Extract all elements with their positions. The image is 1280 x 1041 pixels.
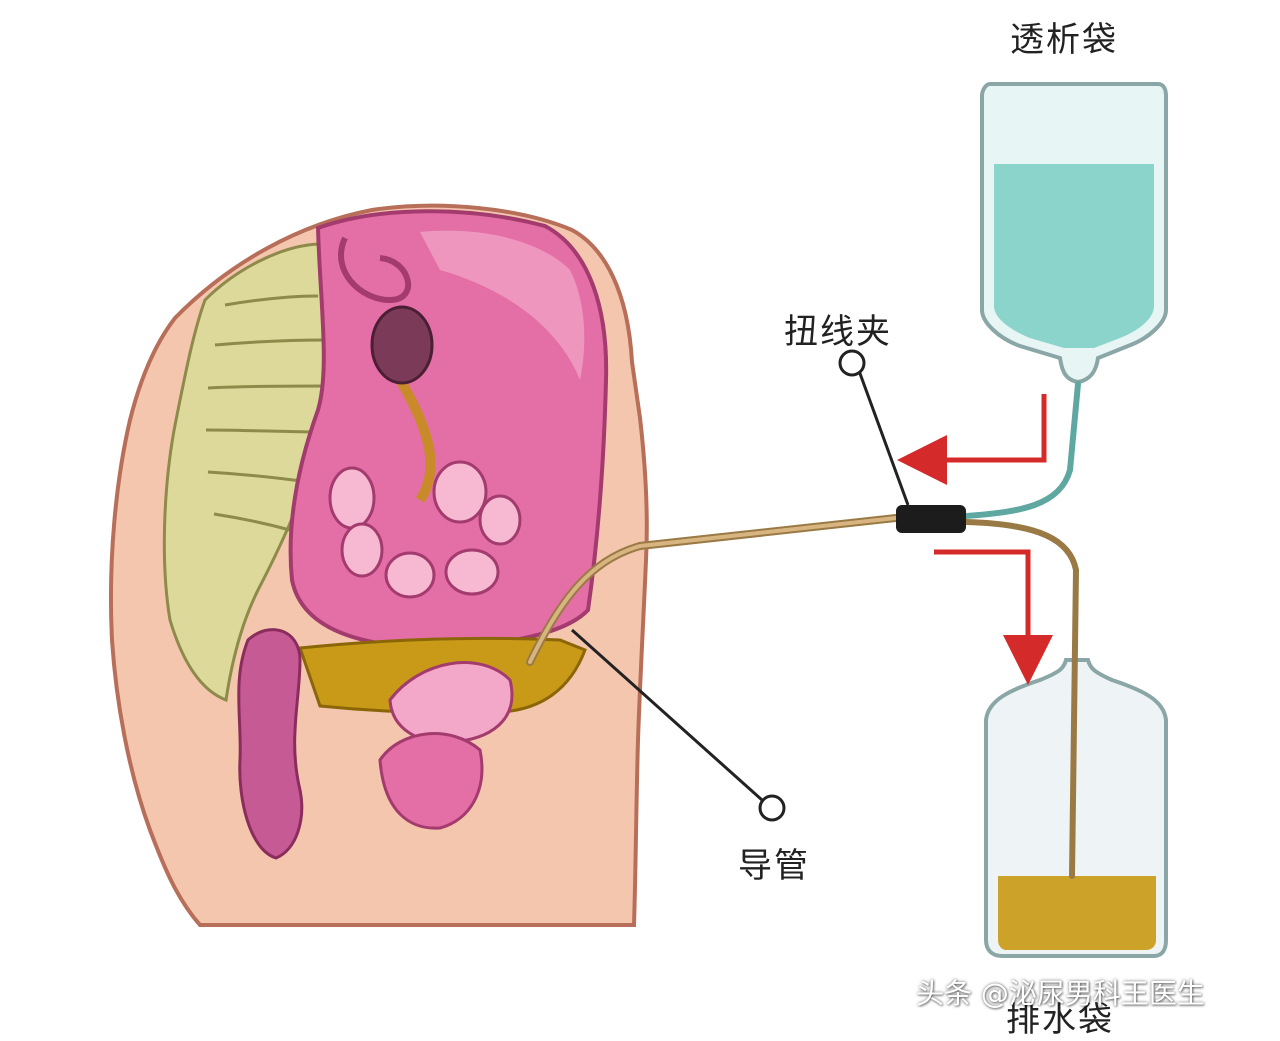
- dialysate-tube: [963, 381, 1081, 519]
- twist-clamp-label: 扭线夹: [784, 312, 892, 352]
- tubing: [526, 381, 1081, 879]
- body-cross-section: [108, 203, 649, 927]
- dialysis-bag-label: 透析袋: [1010, 20, 1118, 60]
- drained-fluid: [998, 876, 1156, 950]
- catheter-label: 导管: [738, 846, 810, 886]
- uterus: [378, 732, 484, 830]
- watermark-text: 头条 @泌尿男科王医生: [916, 977, 1205, 1010]
- inflow-arrow: [897, 394, 1047, 485]
- drain-bag-label: 排水袋: [1006, 1000, 1114, 1040]
- drain-tube: [963, 519, 1080, 879]
- cavity-highlight: [420, 230, 585, 380]
- catheter-tube-inner: [528, 516, 898, 664]
- ovary: [370, 305, 434, 385]
- twist-clamp: [896, 505, 966, 533]
- outflow-arrow: [934, 549, 1053, 685]
- catheter-callout-dot: [758, 794, 786, 822]
- clamp-callout-dot: [838, 349, 866, 377]
- dialysate-fluid: [994, 164, 1154, 348]
- flow-arrows: [897, 394, 1053, 685]
- intestine-loops: [328, 377, 522, 599]
- fallopian-tube: [338, 236, 411, 304]
- rectum: [237, 628, 304, 860]
- dialysis-bag: [980, 82, 1168, 385]
- callouts: [570, 349, 910, 822]
